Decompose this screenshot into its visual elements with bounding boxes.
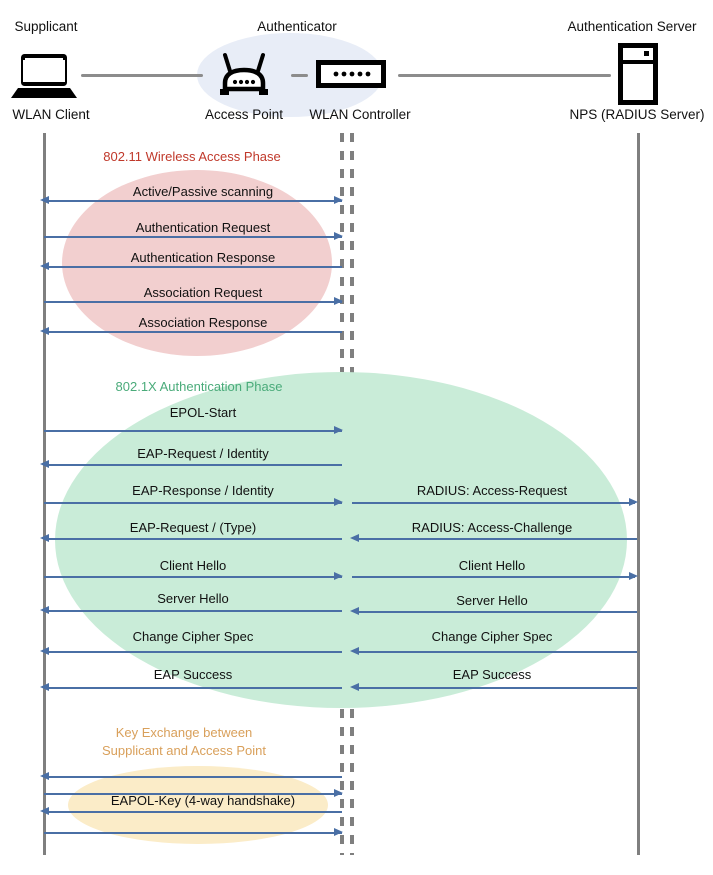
message-arrow-eap-success-right — [356, 687, 637, 689]
message-arrow-change-cipher-spec-left — [46, 651, 342, 653]
arrowhead-left-change-cipher-spec-right — [350, 647, 359, 655]
server-rack-icon — [618, 43, 658, 105]
message-label-eap-response-identity: EAP-Response / Identity — [132, 483, 274, 498]
arrowhead-right-client-hello-left — [334, 572, 343, 580]
arrowhead-right-key-exchange-4 — [334, 828, 343, 836]
message-arrow-active-passive-scanning — [46, 200, 342, 202]
message-label-eapol-key-handshake: EAPOL-Key (4-way handshake) — [110, 793, 296, 808]
message-label-eap-request-identity: EAP-Request / Identity — [137, 446, 269, 461]
phase-label-wireless-access: 802.11 Wireless Access Phase — [103, 149, 281, 164]
arrowhead-left-association-response — [40, 327, 49, 335]
arrowhead-left-server-hello-left — [40, 606, 49, 614]
message-label-association-request: Association Request — [143, 285, 263, 300]
arrowhead-right-authentication-request — [334, 232, 343, 240]
message-arrow-radius-access-request — [352, 502, 635, 504]
message-arrow-authentication-request — [44, 236, 342, 238]
arrowhead-left-active-passive-scanning — [40, 196, 49, 204]
arrowhead-left-change-cipher-spec-left — [40, 647, 49, 655]
column-device-access-point: Access Point — [204, 107, 284, 122]
message-arrow-eap-response-identity — [44, 502, 342, 504]
network-switch-icon — [316, 60, 386, 88]
column-title-authenticator: Authenticator — [257, 19, 337, 34]
message-label-client-hello-right: Client Hello — [458, 558, 526, 573]
message-arrow-change-cipher-spec-right — [356, 651, 637, 653]
message-arrow-key-exchange-4 — [44, 832, 342, 834]
message-arrow-eap-request-identity — [46, 464, 342, 466]
message-label-eap-request-type: EAP-Request / (Type) — [129, 520, 257, 535]
phase-region-key-exchange — [68, 766, 328, 844]
phase-label-key-exchange-line1: Key Exchange between — [115, 725, 253, 740]
message-arrow-eapol-start — [44, 430, 342, 432]
wire-client-to-ap — [81, 74, 203, 77]
laptop-icon — [11, 52, 77, 100]
column-title-authentication-server: Authentication Server — [567, 19, 697, 34]
message-arrow-key-exchange-2 — [44, 793, 342, 795]
message-arrow-authentication-response — [46, 266, 342, 268]
arrowhead-left-radius-access-challenge — [350, 534, 359, 542]
message-label-authentication-request: Authentication Request — [135, 220, 271, 235]
arrowhead-left-eap-request-type — [40, 534, 49, 542]
message-arrow-eap-request-type — [46, 538, 342, 540]
arrowhead-right-radius-access-request — [629, 498, 638, 506]
message-arrow-radius-access-challenge — [356, 538, 637, 540]
wire-wlc-to-server — [398, 74, 611, 77]
phase-label-dot1x-authentication: 802.1X Authentication Phase — [115, 379, 283, 394]
arrowhead-left-server-hello-right — [350, 607, 359, 615]
message-label-client-hello-left: Client Hello — [159, 558, 227, 573]
lifeline-authentication-server — [637, 133, 640, 855]
message-label-authentication-response: Authentication Response — [130, 250, 276, 265]
arrowhead-left-eap-request-identity — [40, 460, 49, 468]
message-arrow-client-hello-left — [44, 576, 342, 578]
column-device-wlan-client: WLAN Client — [12, 107, 90, 122]
column-title-supplicant: Supplicant — [14, 19, 78, 34]
message-arrow-key-exchange-1 — [46, 776, 342, 778]
message-arrow-server-hello-left — [46, 610, 342, 612]
arrowhead-right-client-hello-right — [629, 572, 638, 580]
column-device-nps-radius-server: NPS (RADIUS Server) — [569, 107, 705, 122]
message-label-eap-success-right: EAP Success — [452, 667, 532, 682]
column-device-wlan-controller: WLAN Controller — [309, 107, 411, 122]
message-arrow-server-hello-right — [356, 611, 637, 613]
arrowhead-right-key-exchange-2 — [334, 789, 343, 797]
arrowhead-right-eap-response-identity — [334, 498, 343, 506]
arrowhead-left-key-exchange-3 — [40, 807, 49, 815]
message-label-radius-access-challenge: RADIUS: Access-Challenge — [411, 520, 573, 535]
message-label-change-cipher-spec-right: Change Cipher Spec — [431, 629, 553, 644]
arrowhead-left-eap-success-right — [350, 683, 359, 691]
wireless-router-icon — [211, 49, 277, 101]
message-label-radius-access-request: RADIUS: Access-Request — [416, 483, 568, 498]
wire-ap-to-wlc — [291, 74, 308, 77]
arrowhead-right-association-request — [334, 297, 343, 305]
arrowhead-left-key-exchange-1 — [40, 772, 49, 780]
arrowhead-left-eap-success-left — [40, 683, 49, 691]
message-label-server-hello-left: Server Hello — [157, 591, 229, 606]
phase-label-key-exchange-line2: Supplicant and Access Point — [101, 743, 267, 758]
message-label-eap-success-left: EAP Success — [153, 667, 233, 682]
message-arrow-association-response — [46, 331, 342, 333]
message-label-active-passive-scanning: Active/Passive scanning — [132, 184, 274, 199]
arrowhead-right-active-passive-scanning — [334, 196, 343, 204]
message-arrow-association-request — [44, 301, 342, 303]
message-arrow-eap-success-left — [46, 687, 342, 689]
message-label-association-response: Association Response — [138, 315, 268, 330]
message-arrow-client-hello-right — [352, 576, 635, 578]
phase-region-dot1x-authentication — [55, 372, 627, 708]
message-label-change-cipher-spec-left: Change Cipher Spec — [132, 629, 254, 644]
message-label-server-hello-right: Server Hello — [456, 593, 528, 608]
lifeline-supplicant — [43, 133, 46, 855]
arrowhead-left-authentication-response — [40, 262, 49, 270]
message-label-eapol-start: EPOL-Start — [169, 405, 237, 420]
message-arrow-key-exchange-3 — [46, 811, 342, 813]
arrowhead-right-eapol-start — [334, 426, 343, 434]
